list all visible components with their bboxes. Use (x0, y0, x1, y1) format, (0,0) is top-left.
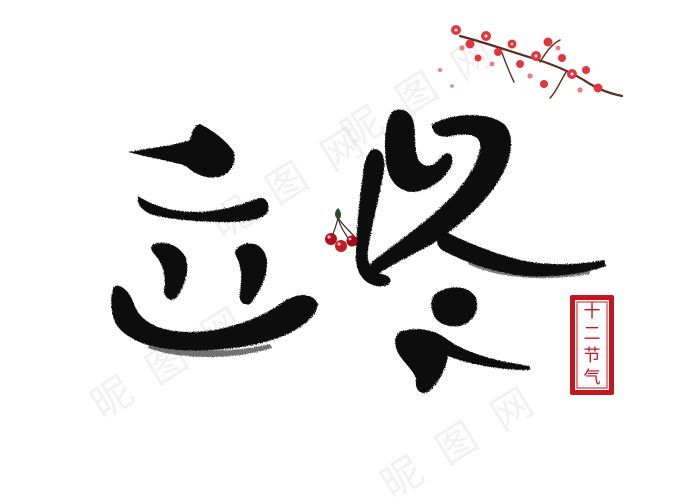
branch (458, 34, 624, 98)
blossom-bud (577, 87, 583, 93)
blossom (543, 37, 553, 47)
seal-character: 二 (583, 324, 601, 344)
seal-frame (570, 295, 614, 395)
seal-text: 十 二 节 气 (570, 295, 614, 395)
cherry-highlight (348, 237, 352, 241)
cherry (325, 233, 337, 245)
seal-character: 十 (583, 302, 601, 322)
blossom (516, 60, 524, 68)
character-li (111, 124, 318, 357)
brush-stroke (111, 285, 318, 351)
blossom-center (570, 72, 574, 76)
character-dong (356, 109, 606, 394)
blossom-bud (450, 84, 454, 88)
brush-stroke (468, 258, 590, 279)
brush-stroke (437, 232, 606, 277)
seal-inner-border (576, 301, 608, 389)
blossom-bud (459, 45, 465, 51)
seal-character: 节 (583, 346, 601, 366)
blossom-bud (489, 61, 495, 67)
cherry (346, 235, 358, 247)
brush-stroke (356, 149, 391, 287)
blossom (593, 83, 603, 93)
blossom (540, 80, 548, 88)
plum-blossom-branch (438, 25, 624, 99)
brush-stroke (431, 287, 478, 327)
blossom (558, 54, 566, 62)
brush-stroke (148, 340, 272, 357)
blossom-bud (555, 45, 561, 51)
seal-stamp: 十 二 节 气 (570, 295, 614, 395)
cherry (335, 240, 347, 252)
brush-stroke (137, 196, 269, 222)
seal-inner (575, 300, 609, 390)
blossom-center (534, 54, 538, 58)
blossom-center (454, 28, 458, 32)
cherry-stem (331, 217, 357, 239)
blossom-center (510, 42, 514, 46)
brush-stroke (395, 329, 530, 394)
cherry-highlight (337, 242, 341, 246)
blossom (494, 48, 502, 56)
brush-stroke (369, 115, 512, 276)
brush-stroke (151, 242, 188, 300)
cherry-highlight (327, 235, 331, 239)
blossom (582, 66, 590, 74)
blossom (465, 39, 475, 49)
cherry-leaf (335, 208, 341, 220)
cherry-cluster (325, 208, 358, 252)
blossom-bud (527, 73, 533, 79)
brush-stroke (128, 124, 235, 178)
brush-stroke (235, 243, 268, 305)
blossom-center (484, 34, 488, 38)
seal-character: 气 (583, 368, 601, 388)
blossom-bud (438, 68, 442, 72)
blossom (474, 54, 482, 62)
brush-stroke (384, 109, 453, 192)
